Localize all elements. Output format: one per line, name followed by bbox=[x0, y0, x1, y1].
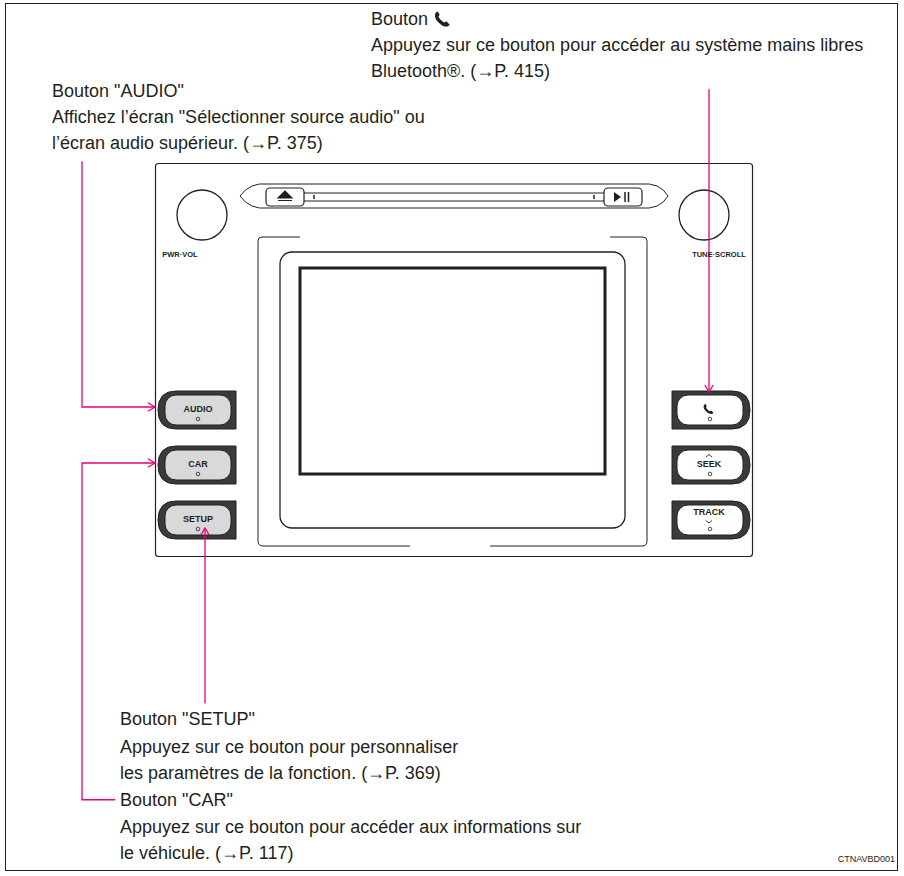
arrow-head bbox=[705, 385, 713, 392]
knob-label: PWR·VOL bbox=[162, 251, 197, 259]
callout-title: Bouton "CAR" bbox=[120, 787, 233, 813]
phone-icon bbox=[704, 404, 714, 414]
leader-line bbox=[82, 161, 155, 407]
phone-icon bbox=[434, 10, 452, 28]
callout-title: Bouton "SETUP" bbox=[120, 706, 255, 732]
button-label: SEEK bbox=[697, 460, 722, 469]
arrow-head bbox=[201, 528, 209, 535]
arrow-head bbox=[148, 459, 155, 467]
button-label: SETUP bbox=[183, 515, 213, 524]
callout-text: Affichez l’écran "Sélectionner source au… bbox=[52, 104, 432, 156]
leader-line bbox=[204, 528, 205, 703]
button-label: AUDIO bbox=[184, 405, 213, 414]
figure-code: CTNAVBD001 bbox=[838, 853, 895, 866]
callout-text: Appuyez sur ce bouton pour accéder aux i… bbox=[120, 814, 590, 866]
button-label: CAR bbox=[188, 460, 208, 469]
callout-title: Bouton bbox=[371, 6, 428, 32]
callout-text: Appuyez sur ce bouton pour accéder au sy… bbox=[371, 32, 899, 84]
callout-title: Bouton "AUDIO" bbox=[52, 78, 184, 104]
arrow-head bbox=[148, 403, 155, 411]
button-label: TRACK bbox=[693, 508, 725, 517]
knob-label: TUNE·SCROLL bbox=[692, 251, 746, 259]
leader-line bbox=[708, 89, 709, 392]
callout-text: Appuyez sur ce bouton pour personnaliser… bbox=[120, 734, 470, 786]
